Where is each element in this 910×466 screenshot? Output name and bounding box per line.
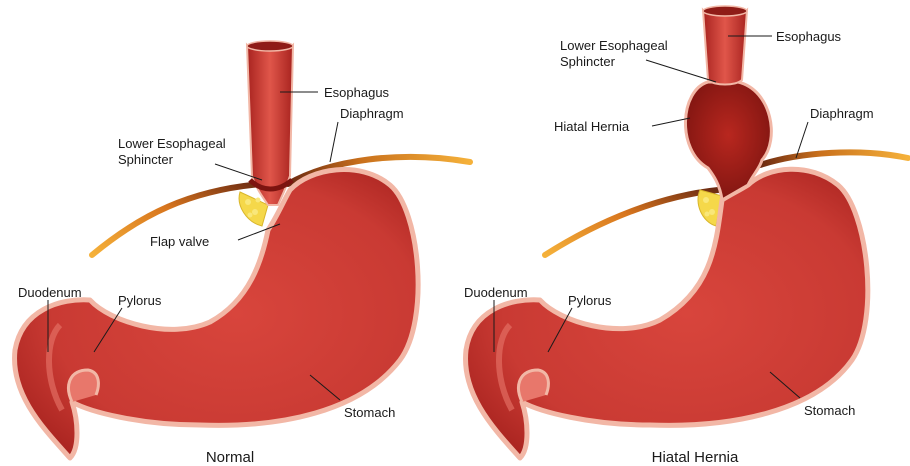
diaphragm-left-hernia — [545, 190, 718, 255]
label-flap-valve: Flap valve — [150, 234, 209, 249]
label-les-hernia-line2: Sphincter — [560, 54, 616, 69]
panel-normal — [15, 41, 470, 458]
caption-normal: Normal — [206, 449, 254, 466]
label-stomach-normal: Stomach — [344, 405, 395, 420]
label-hiatal-hernia: Hiatal Hernia — [554, 119, 630, 134]
label-les-normal-line1: Lower Esophageal — [118, 136, 226, 151]
label-pylorus-hernia: Pylorus — [568, 293, 612, 308]
label-duodenum-hernia: Duodenum — [464, 285, 528, 300]
diaphragm-right-hernia — [760, 152, 908, 165]
panel-hiatal-hernia — [466, 6, 908, 458]
caption-hiatal-hernia: Hiatal Hernia — [652, 449, 739, 466]
esophagus-hernia — [703, 10, 747, 85]
label-les-hernia-line1: Lower Esophageal — [560, 38, 668, 53]
label-les-normal-line2: Sphincter — [118, 152, 174, 167]
label-diaphragm-normal: Diaphragm — [340, 106, 404, 121]
label-duodenum-normal: Duodenum — [18, 285, 82, 300]
label-esophagus-hernia: Esophagus — [776, 29, 842, 44]
label-diaphragm-hernia: Diaphragm — [810, 106, 874, 121]
label-esophagus-normal: Esophagus — [324, 85, 390, 100]
label-stomach-hernia: Stomach — [804, 403, 855, 418]
label-pylorus-normal: Pylorus — [118, 293, 162, 308]
